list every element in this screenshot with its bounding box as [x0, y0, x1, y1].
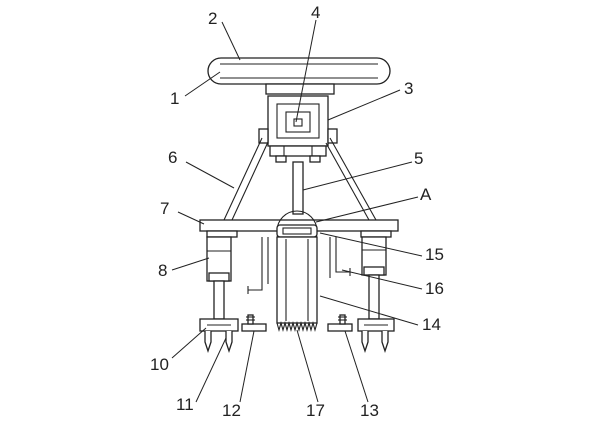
- label-13: 13: [360, 401, 379, 420]
- reference-labels: 2 1 4 3 6 5 A 7 8 15 16 14 10 11 12 17 1…: [150, 3, 444, 420]
- support-struts: [223, 137, 377, 221]
- right-spike-1: [361, 331, 369, 354]
- right-clamp-plate: [327, 323, 353, 332]
- left-spike-1: [204, 331, 212, 354]
- label-3: 3: [404, 79, 413, 98]
- motor-base: [269, 145, 327, 157]
- platform-plate: [207, 57, 391, 85]
- label-8: 8: [158, 261, 167, 280]
- label-15: 15: [425, 245, 444, 264]
- coupling: [276, 224, 318, 238]
- label-2: 2: [208, 9, 217, 28]
- cutter-tube: [276, 236, 318, 333]
- cutter-teeth: [276, 320, 318, 333]
- shaft: [292, 161, 304, 215]
- right-spike-2: [381, 331, 389, 354]
- label-7: 7: [160, 199, 169, 218]
- label-17: 17: [306, 401, 325, 420]
- leader-lines: [171, 19, 423, 403]
- motor-box: [258, 95, 338, 163]
- label-4: 4: [311, 3, 320, 22]
- label-5: 5: [414, 149, 423, 168]
- left-piston: [213, 280, 225, 320]
- platform-mount: [265, 83, 335, 95]
- label-11: 11: [176, 395, 194, 414]
- motor-lug-right: [327, 128, 338, 144]
- bolts: [241, 314, 353, 332]
- label-a: A: [420, 185, 432, 204]
- motor-lug-left: [258, 128, 269, 144]
- label-16: 16: [425, 279, 444, 298]
- top-platform: [207, 57, 391, 95]
- center-shaft: [292, 161, 304, 215]
- side-brackets: [247, 237, 351, 294]
- label-1: 1: [170, 89, 179, 108]
- right-leg: [357, 236, 395, 354]
- label-10: 10: [150, 355, 169, 374]
- label-6: 6: [168, 148, 177, 167]
- label-12: 12: [222, 401, 241, 420]
- left-spike-2: [225, 331, 233, 354]
- cutter-body: [276, 236, 318, 324]
- left-clamp-plate: [241, 323, 267, 332]
- label-14: 14: [422, 315, 441, 334]
- left-leg: [199, 236, 239, 354]
